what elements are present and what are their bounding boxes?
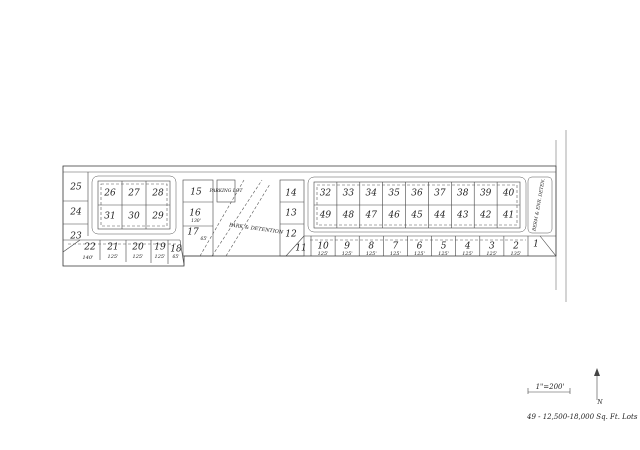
lot-label: 3 (489, 242, 495, 252)
lot-label: 6 (417, 242, 423, 252)
lot-label: 46 (387, 211, 400, 221)
lot-label: 47 (364, 211, 377, 221)
lot-label: 44 (433, 211, 446, 221)
lot-label: 49 (319, 211, 332, 221)
lot-dimension: 125' (342, 251, 353, 257)
lot-dimension: 125' (366, 251, 377, 257)
lot-label: 37 (434, 189, 446, 199)
lot-label: 25 (69, 183, 82, 193)
berm-area (527, 176, 553, 234)
lot-label: 11 (295, 244, 306, 254)
lot-dimension: 65' (173, 254, 180, 260)
lot-divider (179, 239, 185, 266)
lot-label: 19 (154, 243, 166, 253)
bottom-right-lots: 10125'9125'8125'7125'6125'5125'4125'3125… (317, 236, 521, 257)
lot-label: 28 (151, 189, 164, 199)
lot-label: 40 (502, 189, 515, 199)
right-block-road (307, 176, 527, 233)
lot-label: 38 (457, 189, 469, 199)
north-arrow-head-icon (594, 368, 600, 376)
lot-dimension: 125' (414, 251, 425, 257)
lot-label: 2 (512, 242, 519, 252)
lot-label: 32 (320, 189, 332, 199)
lot-label: 48 (342, 211, 355, 221)
parking-lot (216, 179, 236, 203)
right-block-top-labels: 32 33 34 35 36 37 38 39 40 (320, 189, 515, 199)
right-block-bottom-labels: 49 48 47 46 45 44 43 42 41 (319, 211, 515, 221)
lot-label: 9 (344, 242, 350, 252)
berm-label: BERM & ENR. DETEN. (531, 178, 546, 233)
lot-divider (285, 235, 305, 257)
lot-label: 13 (285, 209, 297, 219)
lot-label: 23 (69, 232, 82, 242)
lot-column-15-17 (182, 179, 214, 257)
lot-label: 29 (151, 212, 164, 222)
lot-dimension: 125' (155, 254, 166, 260)
lot-label: 20 (131, 243, 144, 253)
lot-label: 41 (502, 211, 514, 221)
lot-label: 43 (456, 211, 469, 221)
lot-label: 30 (128, 212, 140, 222)
lot-label: 17 (187, 228, 199, 238)
lot-label: 1 (533, 240, 539, 250)
lot-label: 5 (441, 242, 447, 252)
lot-label: 39 (480, 189, 492, 199)
lot-divider (539, 235, 557, 257)
lot-label: 31 (104, 212, 115, 222)
north-label: N (596, 399, 603, 406)
lot-dimension: 125' (108, 254, 119, 260)
park-dash-line (225, 183, 271, 257)
scale-label: 1"=200' (536, 383, 565, 391)
lot-label: 45 (410, 211, 423, 221)
right-block-columns (336, 182, 498, 228)
lot-label: 36 (411, 189, 423, 199)
lot-dimension: 125' (318, 251, 329, 257)
lot-dimension: 125' (462, 251, 473, 257)
summary-label: 49 - 12,500-18,000 Sq. Ft. Lots (526, 413, 638, 421)
lot-label: 22 (83, 243, 96, 253)
lot-label: 33 (343, 189, 355, 199)
left-block-road (91, 175, 177, 235)
lot-label: 8 (368, 242, 374, 252)
lot-label: 10 (317, 242, 329, 252)
park-dash-line (211, 179, 263, 257)
lot-dimension: 140' (83, 255, 94, 261)
lot-label: 42 (479, 211, 492, 221)
lot-label: 4 (464, 242, 471, 252)
lot-label: 15 (190, 188, 202, 198)
lot-column-12-14 (279, 179, 305, 257)
lot-divider (62, 239, 81, 253)
lot-label: 18 (170, 245, 182, 255)
lot-dimension: 125' (486, 251, 497, 257)
lot-dimension: 125' (438, 251, 449, 257)
lot-dimension: 125' (133, 254, 144, 260)
left-block-dash (100, 183, 168, 227)
lot-label: 12 (285, 230, 297, 240)
lot-label: 26 (103, 189, 116, 199)
lot-dimension: 125' (390, 251, 401, 257)
lot-label: 21 (106, 243, 118, 253)
parking-lot-label: PARKING LOT (208, 188, 243, 194)
lot-label: 34 (365, 189, 377, 199)
lot-label: 16 (189, 209, 201, 219)
lot-label: 7 (393, 242, 399, 252)
lot-label: 35 (388, 189, 400, 199)
lot-dimension: 135' (510, 251, 521, 257)
lot-dimension: 130' (191, 218, 201, 224)
lot-label: 14 (285, 189, 297, 199)
park-detention-label: PARK & DETENTION (228, 222, 284, 236)
lot-label: 24 (69, 208, 82, 218)
lot-dimension: 65' (201, 236, 208, 242)
lot-label: 27 (127, 189, 140, 199)
